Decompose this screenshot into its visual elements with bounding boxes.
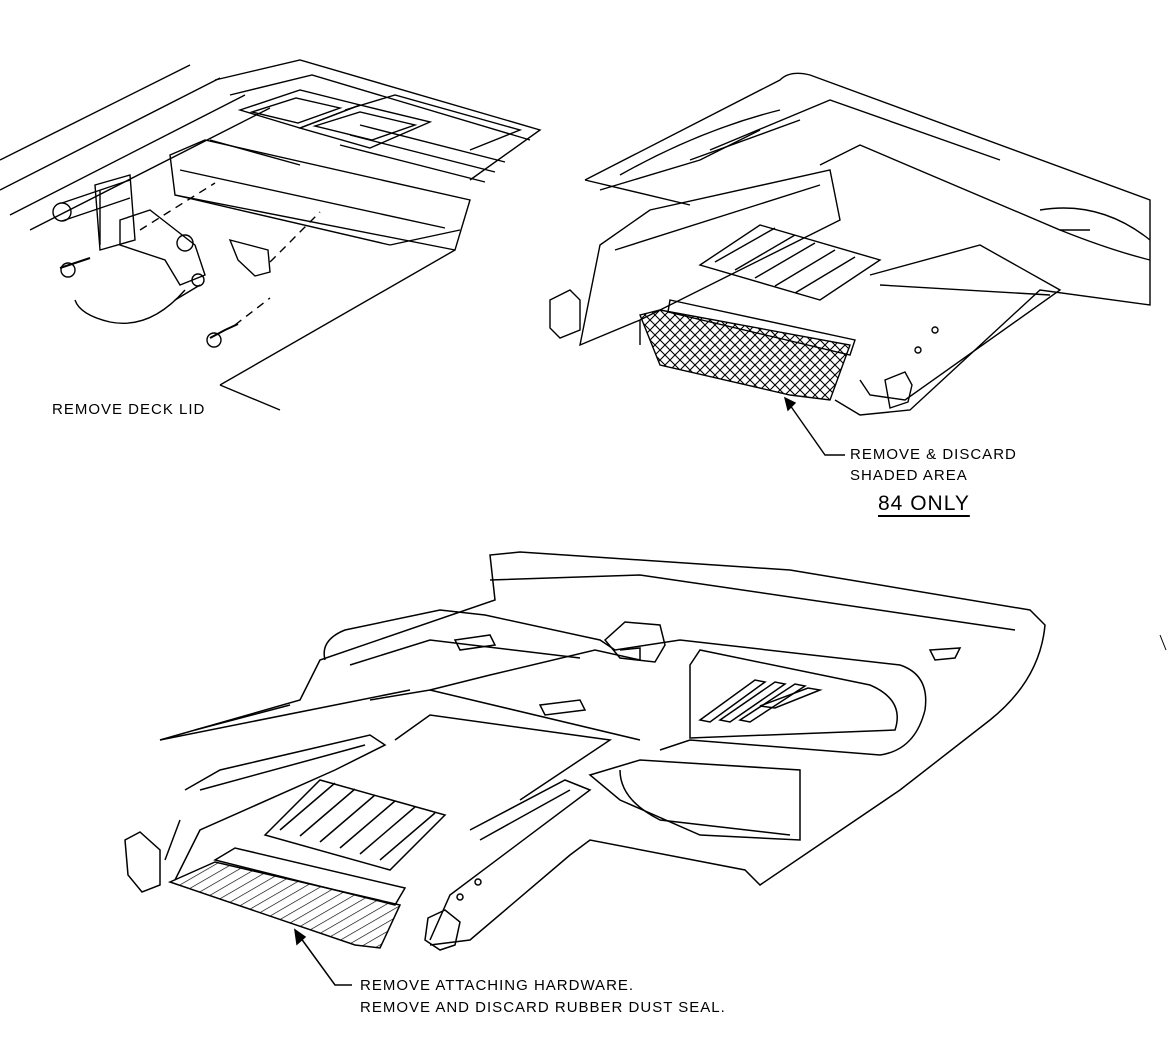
year-84-only-note: 84 ONLY [878,492,970,515]
shaded-area-label-line2: SHADED AREA [850,467,968,484]
attaching-hardware-label-line2: REMOVE AND DISCARD RUBBER DUST SEAL. [360,999,726,1016]
attaching-hardware-label-line1: REMOVE ATTACHING HARDWARE. [360,977,635,994]
shaded-area-label-line1: REMOVE & DISCARD [850,446,1017,463]
remove-deck-lid-label: REMOVE DECK LID [52,401,206,418]
deck-lid-hinge-view [0,59,542,411]
rear-panel-84-view [549,72,1151,456]
rear-panel-main-view [124,551,1046,986]
edge-tick-mark [1159,634,1167,651]
